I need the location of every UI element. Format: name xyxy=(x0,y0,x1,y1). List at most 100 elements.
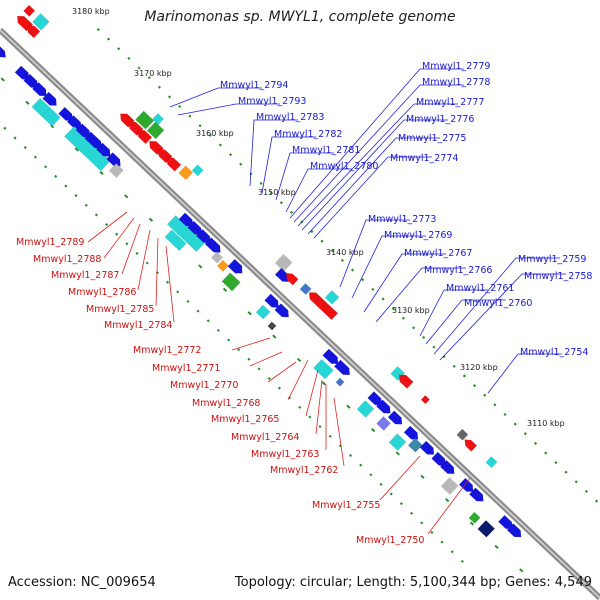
tick-mark xyxy=(346,404,351,409)
tick-mark xyxy=(257,367,261,371)
tick-mark xyxy=(208,133,212,137)
scale-label-3170: 3170 kbp xyxy=(134,69,172,78)
svg-text:Mmwyl1_2781: Mmwyl1_2781 xyxy=(292,145,360,156)
tick-mark xyxy=(84,203,88,207)
gene-block xyxy=(403,425,419,440)
svg-text:Mmwyl1_2767: Mmwyl1_2767 xyxy=(404,248,472,259)
tick-mark xyxy=(534,441,538,445)
gene-block xyxy=(335,377,345,387)
gene-block xyxy=(31,12,50,31)
tick-mark xyxy=(188,114,192,118)
gene-label-2764: Mmwyl1_2764 xyxy=(231,379,323,443)
gene-label-2788: Mmwyl1_2788 xyxy=(33,217,135,265)
tick-mark xyxy=(410,511,414,515)
tick-mark xyxy=(584,489,588,494)
tick-tracks xyxy=(0,27,599,573)
tick-mark xyxy=(99,170,104,176)
gene-block xyxy=(485,456,498,469)
tick-mark xyxy=(310,230,314,234)
gene-block xyxy=(468,511,481,524)
gene-label-2794: Mmwyl1_2794 xyxy=(169,80,288,108)
gene-block xyxy=(407,437,423,453)
gene-block xyxy=(135,110,155,130)
scale-label-3120: 3120 kbp xyxy=(460,363,498,372)
tick-mark xyxy=(422,335,426,340)
tick-mark xyxy=(96,27,100,32)
tick-mark xyxy=(412,326,416,330)
gene-block xyxy=(285,273,299,286)
scale-label-3150: 3150 kbp xyxy=(258,188,296,197)
gene-label-2768: Mmwyl1_2768 xyxy=(192,359,309,409)
tick-mark xyxy=(106,37,111,41)
tick-mark xyxy=(127,56,131,60)
tick-mark xyxy=(595,499,599,503)
tick-mark xyxy=(269,191,273,195)
svg-text:Mmwyl1_2780: Mmwyl1_2780 xyxy=(310,161,378,172)
tick-mark xyxy=(267,376,271,381)
gene-block xyxy=(387,410,403,425)
tick-mark xyxy=(445,498,450,503)
tick-mark xyxy=(64,184,68,188)
forward-gene-labels: Mmwyl1_2794 Mmwyl1_2793 Mmwyl1_2783 Mmwy… xyxy=(169,61,592,394)
tick-mark xyxy=(74,194,78,198)
gene-block xyxy=(23,4,36,17)
gene-block xyxy=(32,81,47,97)
tick-mark xyxy=(523,432,527,436)
svg-text:Mmwyl1_2764: Mmwyl1_2764 xyxy=(231,432,299,443)
gene-block xyxy=(41,107,61,127)
tick-mark xyxy=(279,201,283,205)
svg-text:Mmwyl1_2787: Mmwyl1_2787 xyxy=(51,270,119,281)
gene-label-2793: Mmwyl1_2793 xyxy=(177,96,306,116)
gene-block xyxy=(299,283,312,296)
tick-mark xyxy=(147,76,151,80)
tick-mark xyxy=(228,153,233,157)
tick-mark xyxy=(399,502,403,506)
gene-block xyxy=(323,305,339,321)
gene-label-2773: Mmwyl1_2773 xyxy=(339,214,436,288)
gene-block xyxy=(420,395,430,405)
scale-labels: 3180 kbp 3170 kbp 3160 kbp 3150 kbp 3140… xyxy=(72,7,565,428)
tick-mark xyxy=(259,181,263,186)
svg-text:Mmwyl1_2766: Mmwyl1_2766 xyxy=(424,265,492,276)
tick-mark xyxy=(157,85,161,89)
gene-block xyxy=(458,477,474,492)
gene-label-2789: Mmwyl1_2789 xyxy=(16,211,128,248)
svg-text:Mmwyl1_2793: Mmwyl1_2793 xyxy=(238,96,306,107)
gene-block xyxy=(164,229,187,252)
tick-mark xyxy=(494,544,499,550)
tick-mark xyxy=(452,364,456,368)
gene-block xyxy=(204,237,221,253)
tick-mark xyxy=(473,384,477,388)
gene-label-2761: Mmwyl1_2761 xyxy=(419,283,514,337)
tick-mark xyxy=(513,422,517,426)
tick-mark xyxy=(124,194,129,199)
tick-mark xyxy=(222,287,228,292)
tick-mark xyxy=(3,126,7,130)
svg-text:Mmwyl1_2770: Mmwyl1_2770 xyxy=(170,380,238,391)
tick-mark xyxy=(50,124,55,129)
tick-mark xyxy=(328,434,332,438)
gene-block xyxy=(398,374,414,389)
gene-block xyxy=(106,152,121,167)
tick-mark xyxy=(23,145,27,150)
gene-block xyxy=(419,440,435,455)
tick-mark xyxy=(359,463,363,467)
gene-label-2782: Mmwyl1_2782 xyxy=(261,129,342,194)
tick-mark xyxy=(469,521,475,526)
tick-mark xyxy=(43,165,48,169)
tick-mark xyxy=(321,381,326,386)
tick-mark xyxy=(462,374,466,378)
tick-mark xyxy=(379,482,383,486)
svg-text:Mmwyl1_2784: Mmwyl1_2784 xyxy=(104,320,172,331)
gene-label-2760: Mmwyl1_2760 xyxy=(425,298,532,345)
gene-label-2770: Mmwyl1_2770 xyxy=(170,361,297,391)
svg-text:Mmwyl1_2776: Mmwyl1_2776 xyxy=(406,114,474,125)
gene-label-2759: Mmwyl1_2759 xyxy=(433,254,586,355)
svg-text:Mmwyl1_2760: Mmwyl1_2760 xyxy=(464,298,532,309)
gene-block xyxy=(376,399,391,414)
gene-block xyxy=(216,259,229,272)
svg-text:Mmwyl1_2762: Mmwyl1_2762 xyxy=(270,465,338,476)
tick-mark xyxy=(33,155,37,159)
gene-label-2754: Mmwyl1_2754 xyxy=(487,347,588,394)
tick-mark xyxy=(145,261,149,265)
